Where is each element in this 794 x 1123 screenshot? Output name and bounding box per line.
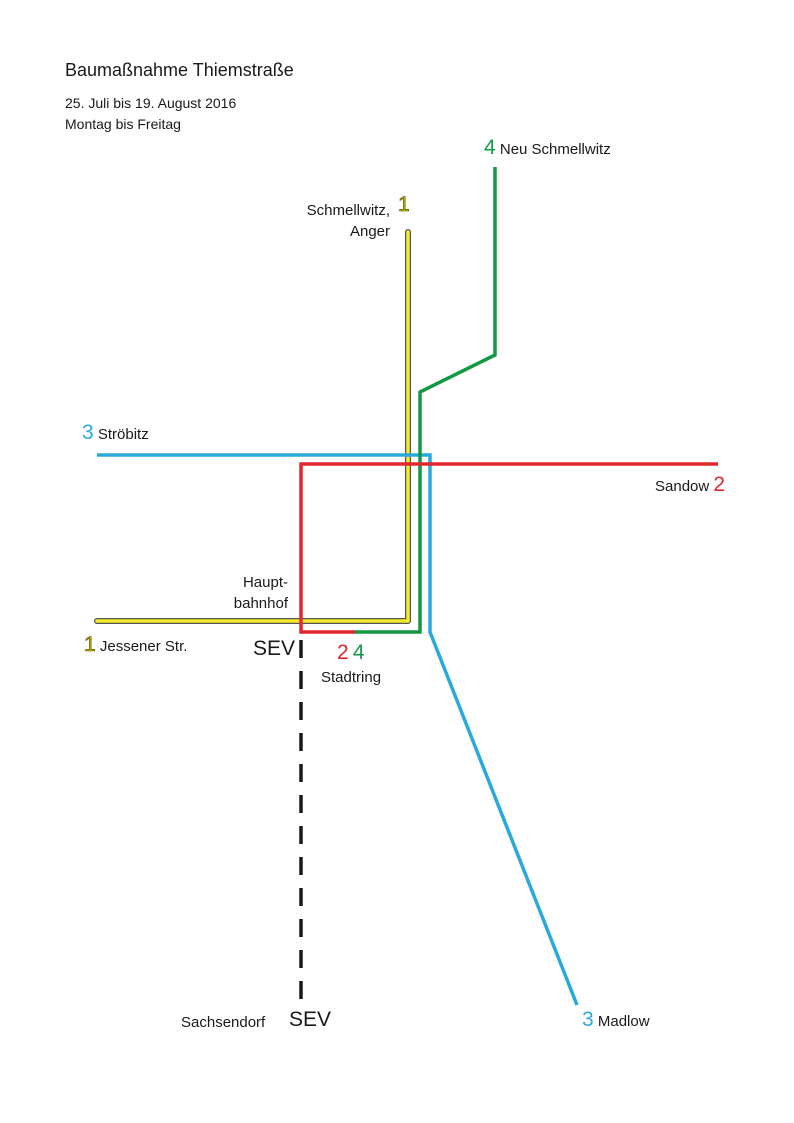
line-1-route-fill — [95, 230, 410, 623]
line-1-badge: 1 — [84, 633, 96, 657]
stop-name: Jessener Str. — [99, 638, 188, 655]
stop-name: Madlow — [597, 1013, 650, 1030]
line-2-route — [299, 462, 718, 634]
stop-name: Sandow — [655, 478, 710, 495]
line-3-route — [97, 453, 579, 1006]
line-4-route — [355, 167, 497, 634]
line-1-badge: 1 — [398, 193, 410, 217]
stadtring-badges: 2 4 — [337, 641, 365, 665]
operating-days: Montag bis Freitag — [65, 116, 181, 132]
label-neu-schmellwitz: 4 Neu Schmellwitz — [484, 136, 611, 160]
stop-name: Neu Schmellwitz — [499, 141, 611, 158]
label-jessener-str: 1 Jessener Str. — [84, 633, 188, 657]
stop-name: bahnhof — [233, 595, 288, 612]
date-range: 25. Juli bis 19. August 2016 — [65, 95, 237, 111]
label-stadtring: Stadtring — [321, 669, 382, 686]
line-4-badge: 4 — [352, 641, 365, 664]
sev-label-bottom: SEV — [289, 1008, 332, 1031]
stop-name: Schmellwitz, — [306, 202, 390, 219]
line-3-badge: 3 — [82, 421, 94, 444]
stop-name: Haupt- — [242, 574, 288, 591]
line-3-badge: 3 — [582, 1008, 594, 1031]
label-sachsendorf: Sachsendorf — [181, 1014, 266, 1031]
stop-name: Anger — [349, 223, 390, 240]
line-4-badge: 4 — [484, 136, 496, 159]
stop-name: Ströbitz — [97, 426, 149, 443]
label-sandow: Sandow 2 — [655, 473, 725, 497]
label-schmellwitz-anger: Schmellwitz, Anger — [292, 200, 390, 242]
map-title: Baumaßnahme Thiemstraße — [65, 60, 294, 80]
sev-label-top: SEV — [253, 637, 296, 660]
line-2-badge: 2 — [713, 473, 726, 496]
label-hauptbahnhof: Haupt- bahnhof — [218, 572, 288, 614]
line-2-badge: 2 — [337, 641, 349, 664]
label-madlow: 3 Madlow — [582, 1008, 650, 1032]
label-stroebitz: 3 Ströbitz — [82, 421, 149, 445]
